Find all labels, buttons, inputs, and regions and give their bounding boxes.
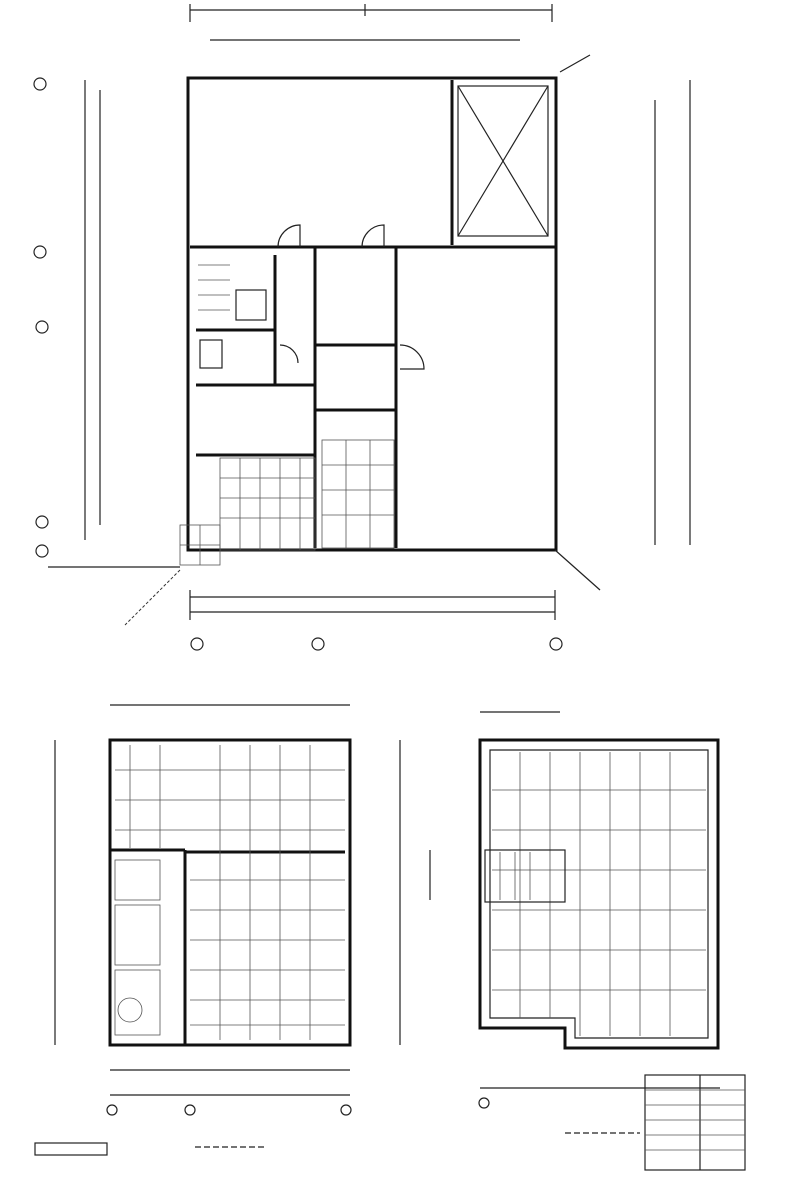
roof-plan — [429, 711, 720, 1109]
grid-markers — [33, 77, 563, 651]
dimension-lines — [84, 4, 691, 620]
title-block — [34, 1074, 746, 1171]
ground-floor-plan — [33, 4, 691, 651]
second-floor-plan — [54, 704, 401, 1116]
